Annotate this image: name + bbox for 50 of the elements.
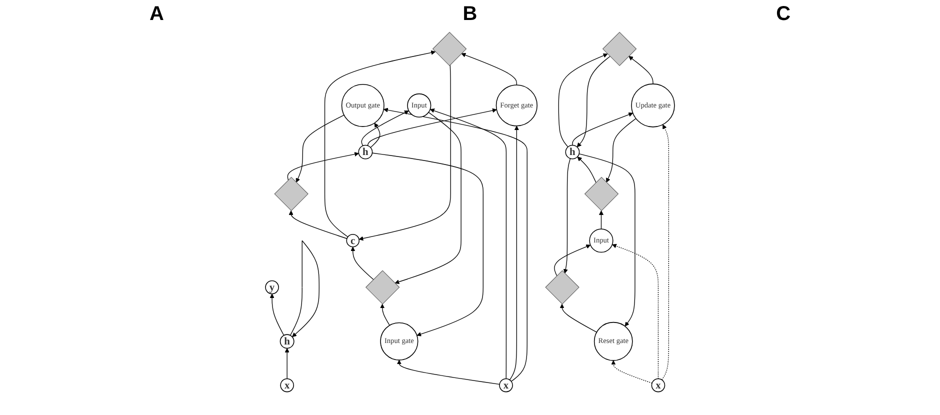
node-circle: x: [651, 378, 666, 392]
node-diamond: [584, 176, 619, 212]
node-circle: x: [280, 378, 294, 392]
panel-label: A: [149, 2, 164, 26]
arrow: [284, 348, 290, 380]
node-diamond: [602, 32, 637, 66]
arrow: [611, 360, 652, 384]
arrow: [577, 156, 596, 183]
arrow: [430, 108, 507, 380]
arrow: [287, 152, 359, 180]
arrow: [394, 112, 462, 284]
arrow: [554, 244, 591, 276]
node-diamond: [432, 32, 467, 66]
node-diamond: [545, 270, 580, 304]
arrow: [563, 158, 571, 274]
arrow: [662, 124, 670, 380]
arrow: [361, 110, 409, 146]
arrow: [628, 56, 654, 84]
arrow: [270, 294, 284, 336]
panel-label: C: [776, 2, 791, 26]
arrow: [560, 304, 597, 333]
arrow: [606, 118, 636, 183]
panel-label: B: [462, 2, 478, 26]
node-circle: h: [565, 144, 580, 160]
node-circle: c: [346, 234, 360, 248]
arrow: [380, 304, 390, 326]
arrow: [383, 108, 528, 382]
arrow: [350, 246, 374, 280]
node-circle: h: [358, 144, 373, 160]
arrow: [324, 50, 436, 238]
arrow: [572, 112, 634, 146]
arrow: [578, 153, 636, 326]
arrow: [296, 114, 344, 183]
node-circle: y: [265, 280, 279, 294]
arrow: [290, 240, 320, 338]
arrow: [396, 360, 500, 385]
node-diamond: [365, 270, 400, 304]
arrow: [461, 52, 517, 86]
arrow: [372, 152, 484, 336]
node-circle: h: [280, 334, 294, 349]
arrow: [367, 108, 497, 146]
arrow: [612, 244, 659, 380]
arrow: [509, 126, 519, 380]
arrow: [598, 210, 604, 230]
arrow: [576, 56, 610, 148]
arrow: [370, 122, 380, 148]
arrow: [288, 210, 348, 239]
node-circle: x: [499, 378, 513, 392]
arrow: [558, 53, 608, 148]
node-diamond: [274, 176, 308, 212]
